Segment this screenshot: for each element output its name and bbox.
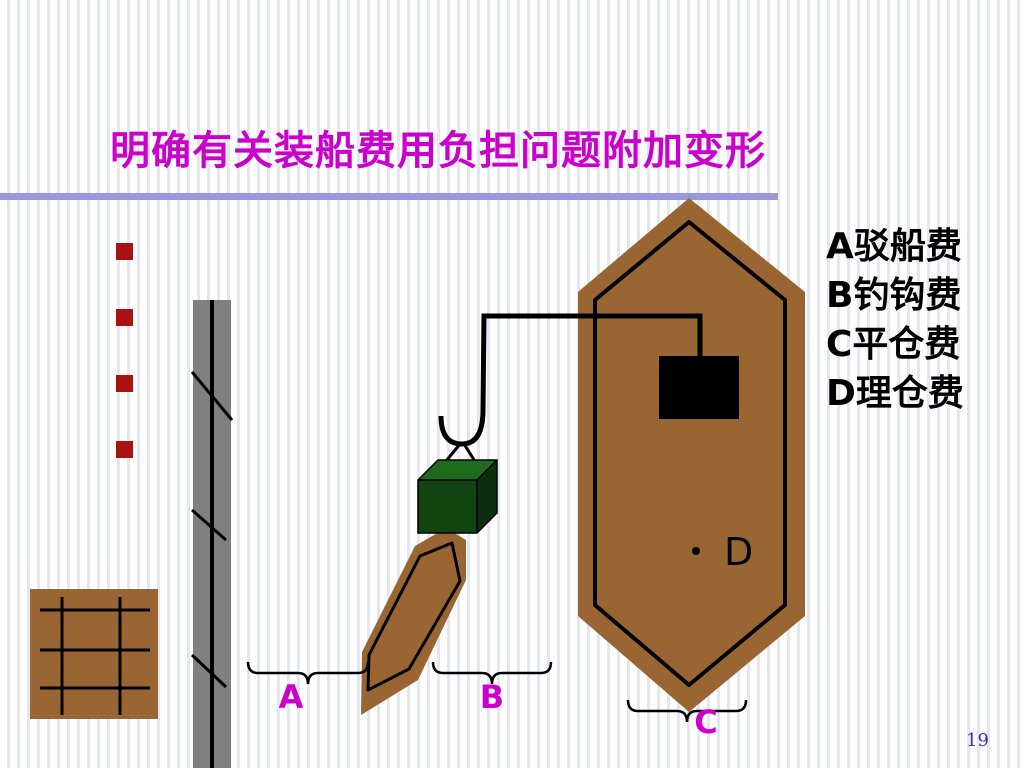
ship: D (578, 198, 805, 712)
legend-letter: B (826, 275, 854, 316)
ship-hold-cargo (659, 356, 739, 419)
brace-b (431, 661, 553, 685)
range-label-b: B (480, 678, 504, 716)
title-underline (0, 193, 778, 200)
quay-pole (190, 300, 234, 768)
bullet-marker (116, 375, 133, 392)
bullet-marker (116, 441, 133, 458)
brace-c (626, 699, 748, 723)
legend-text: 钓钩费 (853, 275, 962, 316)
page-title: 明确有关装船费用负担问题附加变形 (110, 128, 766, 174)
bullet-marker (116, 309, 133, 326)
page-number: 19 (966, 730, 989, 751)
legend-text: 驳船费 (853, 226, 962, 267)
point-d-dot (692, 547, 700, 555)
legend-letter: D (826, 373, 856, 414)
legend-letter: A (826, 226, 854, 267)
warehouse-crate (30, 589, 158, 719)
cargo-box (417, 459, 498, 534)
legend-letter: C (826, 324, 853, 365)
fee-legend: A驳船费 B钓钩费 C平仓费 D理仓费 (826, 222, 964, 418)
legend-text: 平仓费 (852, 324, 961, 365)
legend-item-b: B钓钩费 (826, 271, 964, 320)
brace-a (246, 661, 370, 685)
legend-item-c: C平仓费 (826, 320, 964, 369)
barge (361, 528, 466, 715)
range-label-c: C (694, 703, 717, 741)
bullet-marker (116, 243, 133, 260)
legend-text: 理仓费 (855, 373, 964, 414)
point-label-d: D (724, 530, 753, 574)
legend-item-d: D理仓费 (826, 369, 964, 418)
legend-item-a: A驳船费 (826, 222, 964, 271)
range-label-a: A (279, 678, 304, 716)
